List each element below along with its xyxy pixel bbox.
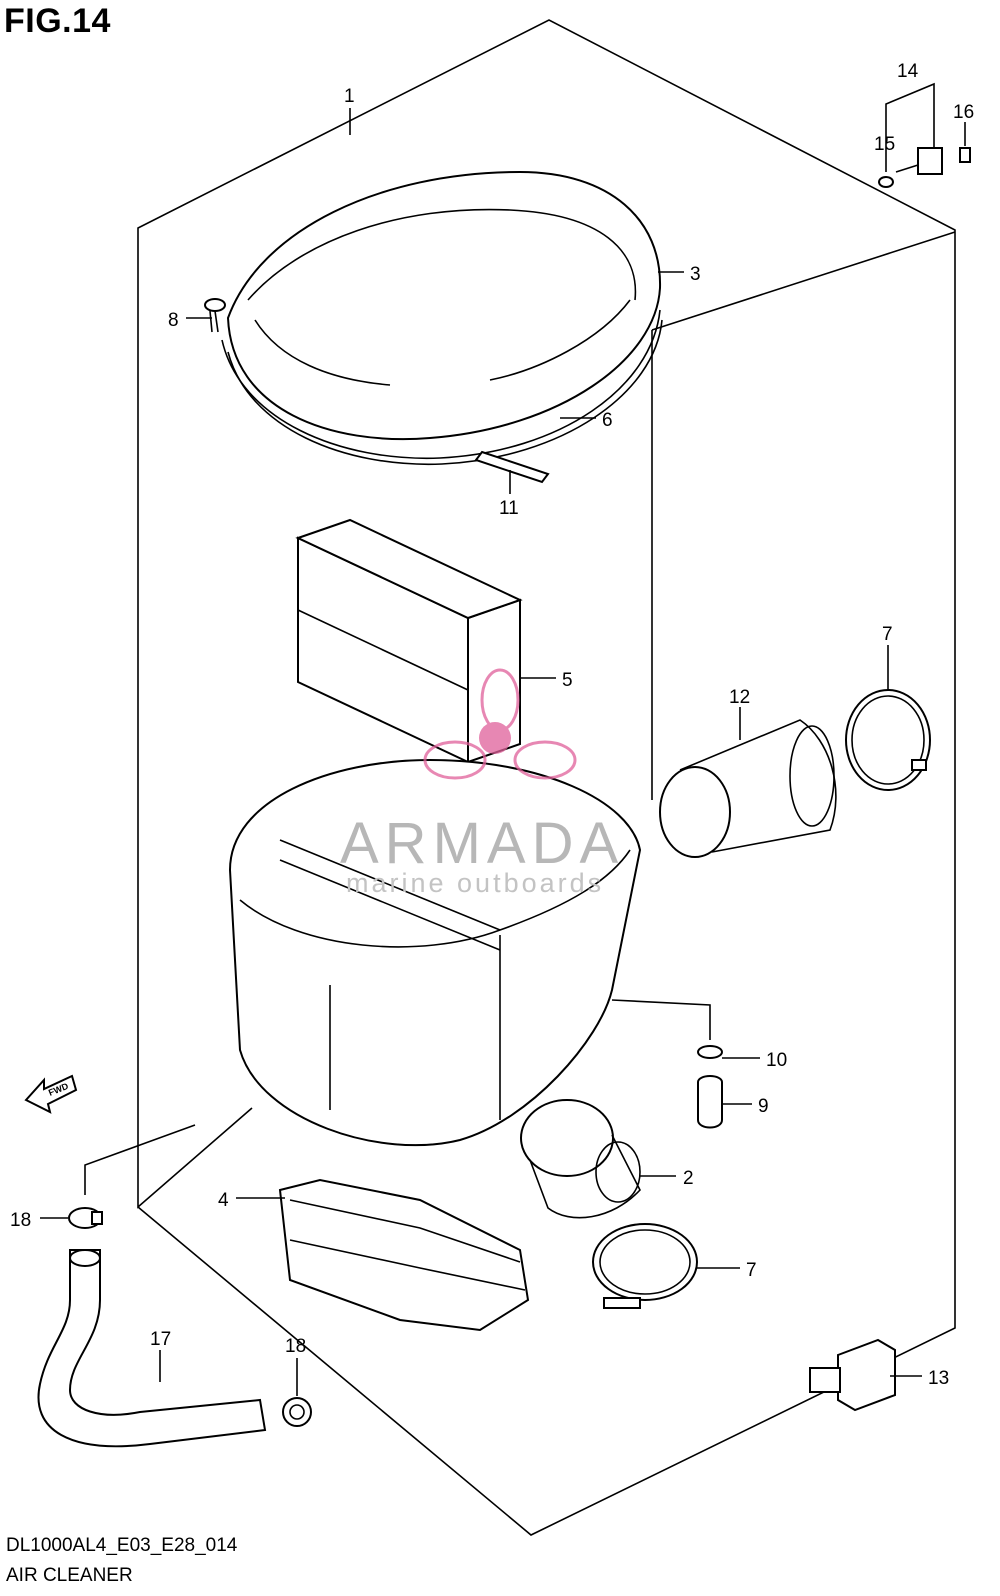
callout-5: 5 xyxy=(562,670,573,691)
callout-9: 9 xyxy=(758,1096,769,1117)
connector-part xyxy=(809,1338,896,1412)
callout-10: 10 xyxy=(766,1050,787,1071)
callout-3: 3 xyxy=(690,264,701,285)
watermark-subtext: marine outboards xyxy=(346,868,605,898)
watermark-propeller-icon xyxy=(423,668,577,780)
outlet-tube-part xyxy=(520,1099,641,1219)
cover-seal-part xyxy=(227,319,663,466)
air-cleaner-housing-part xyxy=(228,758,642,1147)
assembly-outline xyxy=(137,19,956,1536)
screw-part xyxy=(204,298,226,333)
callout-15: 15 xyxy=(874,134,895,155)
hose-clamp-upper-part xyxy=(845,689,931,791)
callout-13: 13 xyxy=(928,1368,949,1389)
callout-16: 16 xyxy=(953,102,974,123)
lower-duct-part xyxy=(278,1178,530,1332)
callout-7-upper: 7 xyxy=(882,624,893,645)
o-ring-part xyxy=(697,1045,723,1059)
drain-hose-part xyxy=(37,1249,267,1448)
diagram-name: AIR CLEANER xyxy=(6,1565,133,1586)
callout-6: 6 xyxy=(602,410,613,431)
fwd-arrow-icon: FWD xyxy=(24,1074,78,1114)
drain-cap-part xyxy=(697,1075,723,1129)
callout-2: 2 xyxy=(683,1168,694,1189)
hose-clamp-lower-part xyxy=(592,1223,698,1309)
callout-18-upper: 18 xyxy=(10,1210,31,1231)
callout-4: 4 xyxy=(218,1190,229,1211)
figure-title: FIG.14 xyxy=(4,2,111,40)
callout-12: 12 xyxy=(729,687,750,708)
callout-7-lower: 7 xyxy=(746,1260,757,1281)
callout-18-lower: 18 xyxy=(285,1336,306,1357)
leader-line xyxy=(885,82,935,172)
callout-14: 14 xyxy=(897,61,919,82)
leader-line xyxy=(611,999,711,1040)
leader-line xyxy=(84,1124,196,1195)
cover-seal-part xyxy=(221,309,661,460)
strip-part xyxy=(474,450,550,484)
upper-cover-part xyxy=(226,170,662,441)
watermark-text: ARMADA xyxy=(340,811,625,876)
assembly-outline-inner xyxy=(651,231,956,331)
sensor-part xyxy=(878,147,971,188)
intake-tube-part xyxy=(659,719,837,858)
filter-element-part xyxy=(295,518,523,764)
callout-8: 8 xyxy=(168,310,179,331)
diagram-code: DL1000AL4_E03_E28_014 xyxy=(6,1535,238,1556)
callout-17: 17 xyxy=(150,1329,171,1350)
hose-clip-upper-part xyxy=(68,1207,103,1229)
callout-1: 1 xyxy=(344,86,355,107)
callout-11: 11 xyxy=(499,498,519,519)
hose-clip-lower-part xyxy=(282,1397,312,1427)
